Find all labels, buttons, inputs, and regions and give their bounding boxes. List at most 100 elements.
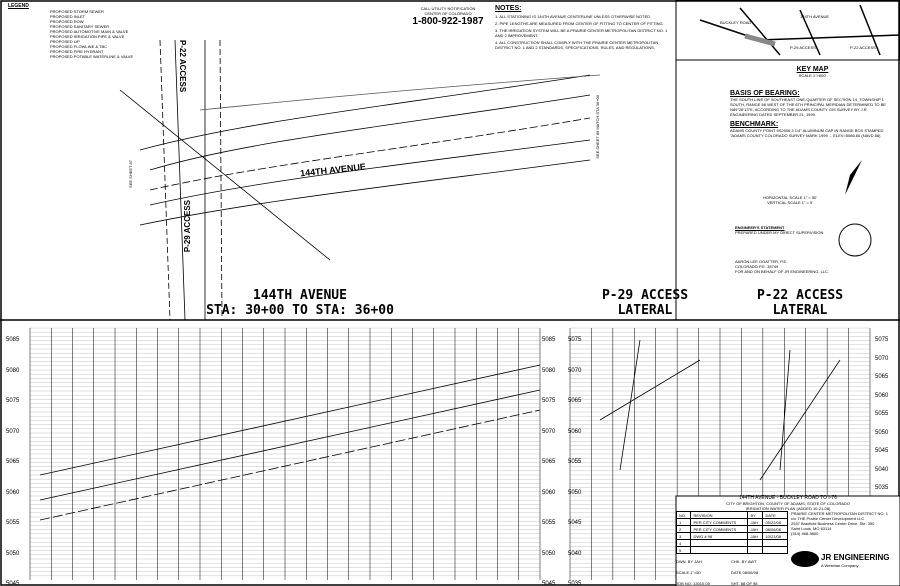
revision-cell: JAH — [747, 525, 764, 533]
profile-lines — [39, 339, 841, 521]
revision-cell: 5 — [675, 546, 692, 554]
elevation-label: 5070 — [542, 428, 556, 435]
engineer-firm: FOR AND ON BEHALF OF JR ENGINEERING, LLC… — [735, 269, 830, 274]
elevation-label: 5075 — [875, 337, 889, 343]
p22-profile-title: P-22 ACCESS LATERAL — [756, 288, 844, 318]
owner-addr: (314) 468-3800 — [791, 531, 819, 536]
benchmark-title: BENCHMARK: — [730, 121, 779, 128]
elevation-label: 5065 — [542, 459, 556, 465]
legend-item: PROPOSED FIRE HYDRANT — [50, 49, 104, 54]
utility-line1: CALL UTILITY NOTIFICATION — [420, 6, 476, 11]
main-profile-station: STA: 30+00 TO STA: 36+00 — [206, 303, 394, 318]
key-map-info: KEY MAP SCALE 1"=600' BASIS OF BEARING: … — [730, 66, 895, 138]
engineer-text: PREPARED UNDER MY DIRECT SUPERVISION — [735, 230, 824, 235]
tb-sheet: SHT. 88 — [731, 581, 746, 586]
revision-cell: 2 — [675, 525, 692, 533]
revision-cell — [747, 539, 764, 547]
notes: NOTES: 1. ALL STATIONING IS 144TH AVENUE… — [495, 5, 675, 52]
elevation-label: 5060 — [875, 392, 889, 399]
elevation-label: 5070 — [875, 355, 889, 362]
plan-match-right: SEE SHEET 89 MATCH STA 36+00 — [595, 95, 600, 159]
legend-item: PROPOSED POTABLE WATERLINE & VALVE — [50, 54, 134, 59]
owner-block: PRAIRIE CENTER METROPOLITAN DISTRICT NO.… — [788, 511, 888, 554]
elevation-label: 5055 — [568, 459, 582, 465]
elevation-label: 5085 — [542, 337, 556, 343]
revision-cell: 1 — [675, 518, 692, 526]
elevation-label: 5070 — [568, 367, 582, 374]
note-item: 1. ALL STATIONING IS 144TH AVENUE CENTER… — [495, 14, 652, 19]
revision-cell: JAH — [747, 532, 764, 540]
plan-match-left: SEE SHEET 87 — [128, 160, 133, 188]
elevation-label: 5075 — [6, 398, 20, 404]
north-arrow-icon — [845, 160, 862, 195]
elevation-label: 5050 — [6, 550, 20, 557]
owner-name: PRAIRIE CENTER METROPOLITAN DISTRICT NO.… — [791, 511, 888, 516]
elevation-label: 5045 — [6, 581, 20, 586]
owner-addr: Saint Louis, MO 63114 — [791, 526, 832, 531]
legend-item: PROPOSED ROW — [50, 19, 84, 24]
legend-item: PROPOSED FLOWLINE & TBC — [50, 44, 108, 49]
plan-access-north: P-22 ACCESS — [178, 40, 187, 93]
revision-cell: 10/21/08 — [762, 532, 788, 540]
revision-cell: 05/22/08 — [762, 518, 788, 526]
tb-job: JOB NO. 13010.05 — [676, 581, 710, 586]
revision-row: 5 — [675, 546, 788, 554]
elevation-label: 5055 — [6, 520, 20, 526]
elevation-label: 5045 — [568, 520, 582, 526]
main-profile-name: 144TH AVENUE — [253, 288, 347, 303]
elevation-label: 5040 — [875, 466, 889, 473]
elevation-label: 5075 — [568, 337, 582, 343]
tb-checked-by: CHK. BY AWT — [731, 559, 757, 564]
legend-item: PROPOSED IRRIGATION PIPE & VALVE — [50, 34, 125, 39]
elevation-label: 5080 — [6, 367, 20, 374]
tb-project: 144TH AVENUE - BUCKLEY ROAD TO I-76 — [739, 495, 837, 501]
elevation-label: 5035 — [875, 485, 889, 491]
plan-access-south: P-29 ACCESS — [183, 200, 192, 253]
elevation-label: 5045 — [875, 448, 889, 454]
firm-name: JR ENGINEERING — [821, 553, 890, 562]
elevation-label: 5060 — [6, 489, 20, 496]
firm-subtitle: A Westrian Company — [821, 563, 859, 568]
elevation-label: 5065 — [6, 459, 20, 465]
tb-date: DATE 08/06/08 — [731, 570, 759, 575]
legend-item: PROPOSED AUTOMOTIVE MAIN & VALVE — [50, 29, 129, 34]
basis-title: BASIS OF BEARING: — [730, 90, 800, 97]
revision-cell — [762, 546, 788, 554]
revision-cell: DWG # 98 — [690, 532, 749, 540]
keymap-label-144th: 144TH AVENUE — [800, 14, 830, 19]
revision-cell: PER CITY COMMENTS — [690, 525, 749, 533]
legend-item: PROPOSED LIP — [50, 39, 80, 44]
tb-scale: SCALE 1"=50' — [676, 570, 702, 575]
legend-item: PROPOSED STORM SEWER — [50, 9, 104, 14]
elevation-label: 5050 — [568, 489, 582, 496]
revision-row: 4 — [675, 539, 788, 547]
revision-header-cell: DATE — [762, 511, 788, 519]
revision-cell: 4 — [675, 539, 692, 547]
pe-seal — [838, 223, 872, 257]
elevation-label: 5065 — [568, 398, 582, 404]
elevation-label: 5055 — [542, 520, 556, 526]
engineer-name: AARON LEE GOATTER, P.E. — [735, 259, 788, 264]
tb-sheet-title: IRRIGATION WATER PLAN (ADDED 10-21-08) — [745, 506, 831, 511]
elevation-label: 5040 — [568, 550, 582, 557]
revision-header-cell: BY — [747, 511, 764, 519]
revision-header-cell: NO. — [675, 511, 692, 519]
engineer-title: ENGINEER'S STATEMENT — [735, 225, 785, 230]
revision-cell — [690, 546, 749, 554]
revision-cell: 3 — [675, 532, 692, 540]
note-item: 2. PIPE LENGTHS ARE MEASURED FROM CENTER… — [495, 21, 664, 26]
elevation-label: 5080 — [542, 367, 556, 374]
elevation-label: 5060 — [568, 428, 582, 435]
tb-city: CITY OF BRIGHTON, COUNTY OF ADAMS, STATE… — [726, 501, 850, 506]
p29-profile-title: P-29 ACCESS LATERAL — [601, 288, 689, 318]
tb-drawn-by: DWN. BY JAH — [676, 559, 702, 564]
note-item: 4. ALL CONSTRUCTION SHALL COMPLY WITH TH… — [495, 40, 659, 50]
elevation-label: 5050 — [542, 550, 556, 557]
elevation-label: 5085 — [6, 337, 20, 343]
